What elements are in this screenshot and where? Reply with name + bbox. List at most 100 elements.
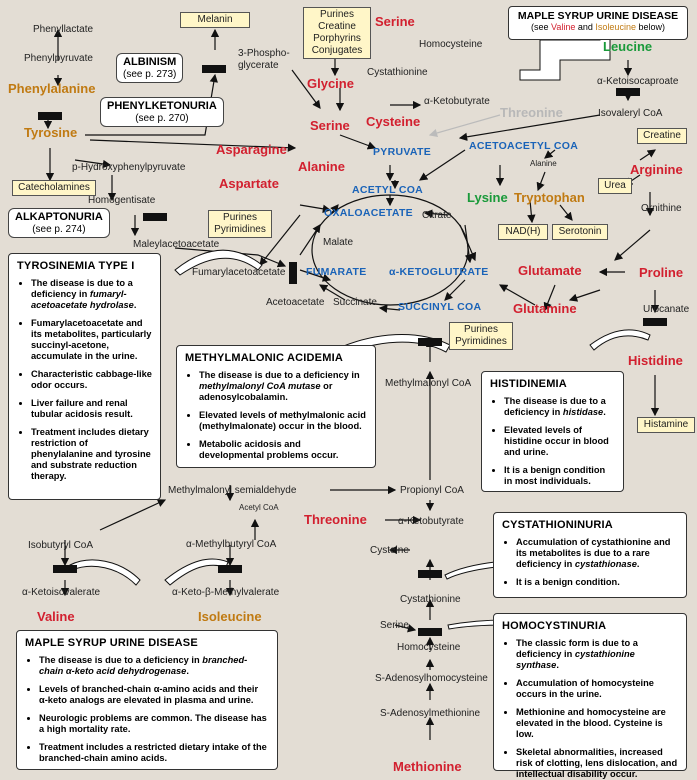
cysteine-small-label: Cysteine (370, 545, 409, 556)
tyrosinemia-panel-item-part: Characteristic cabbage-like odor occurs. (31, 368, 152, 390)
methylmalonyl-semialdehyde-label: Methylmalonyl semialdehyde (168, 485, 297, 496)
serine-small-label: Serine (380, 620, 409, 631)
purines-creatine-box: Purines Creatine Porphyrins Conjugates (303, 7, 371, 59)
keto-methylvalerate-label: α-Keto-β-Methylvalerate (172, 587, 280, 598)
tyrosinemia-panel-item-part: fumaryl-acetoacetate hydrolase (31, 288, 134, 310)
homocystinuria-panel-list: The classic form is due to a deficiency … (502, 638, 678, 780)
alkaptonuria-tag: ALKAPTONURIA (see p. 274) (8, 208, 110, 239)
homocysteine-bottom-label: Homocysteine (397, 642, 461, 653)
tyrosinemia-panel-item: Treatment includes dietary restriction o… (31, 427, 152, 482)
homocystinuria-panel-item: The classic form is due to a deficiency … (516, 638, 678, 671)
pyruvate-label: PYRUVATE (373, 146, 432, 158)
histidinemia-panel-list: The disease is due to a deficiency in hi… (490, 396, 615, 487)
cystathioninuria-panel-item-part: Accumulation of cystathionine and its me… (516, 537, 671, 569)
msud-panel-list: The disease is due to a deficiency in br… (25, 655, 269, 764)
tyrosine-label: Tyrosine (24, 125, 78, 140)
histidinemia-panel: HISTIDINEMIAThe disease is due to a defi… (481, 371, 624, 492)
alanine-label: Alanine (298, 159, 345, 174)
serine-mid-label: Serine (310, 118, 350, 133)
tyrosinemia-panel-item-part: Fumarylacetoacetate and its metabolites,… (31, 317, 152, 361)
methylmalonic-panel-item: Elevated levels of methylmalonic acid (m… (199, 410, 367, 432)
pku-ref: (see p. 270) (135, 112, 189, 124)
isovaleryl-coa-label: Isovaleryl CoA (598, 108, 663, 119)
msud-panel-item: The disease is due to a deficiency in br… (39, 655, 269, 677)
alpha-kg-label: α-KETOGLUTRATE (389, 266, 489, 278)
methylmalonic-panel: METHYLMALONIC ACIDEMIAThe disease is due… (176, 345, 376, 468)
pku-block (38, 112, 62, 120)
tyrosinemia-panel-item-part: Liver failure and renal tubular acidosis… (31, 397, 133, 419)
methionine-label: Methionine (393, 759, 462, 774)
methylmalonic-block (418, 338, 442, 346)
tyrosinemia-panel-title: TYROSINEMIA TYPE I (17, 260, 135, 272)
homocystinuria-panel: HOMOCYSTINURIA The classic form is due to… (493, 613, 687, 779)
glycine-label: Glycine (307, 76, 354, 91)
urea-box: Urea (598, 178, 632, 194)
acetyl-coa-label: ACETYL COA (352, 184, 424, 196)
threonine-gray-label: Threonine (500, 105, 563, 120)
tyrosinemia-panel: TYROSINEMIA TYPE I The disease is due to … (8, 253, 161, 500)
ketobutyrate-top-label: α-Ketobutyrate (424, 96, 490, 107)
methylmalonic-panel-item-part: Metabolic acidosis and developmental pro… (199, 438, 339, 460)
propionyl-coa-label: Propionyl CoA (400, 485, 464, 496)
arginine-label: Arginine (630, 162, 683, 177)
tyrosinemia-panel-item: Characteristic cabbage-like odor occurs. (31, 369, 152, 391)
methylmalonic-panel-item: The disease is due to a deficiency in me… (199, 370, 367, 403)
histidinemia-block (643, 318, 667, 326)
phenyllactate-label: Phenyllactate (33, 24, 94, 35)
tyrosinemia-block (289, 262, 297, 284)
proline-label: Proline (639, 265, 684, 280)
histidinemia-panel-item-part: Elevated levels of histidine occur in bl… (504, 424, 609, 457)
msud-panel-item-part: The disease is due to a deficiency in (39, 655, 203, 665)
cystathioninuria-panel-item: It is a benign condition. (516, 577, 678, 588)
maleylacetoacetate-label: Maleylacetoacetate (133, 239, 220, 250)
histidine-label: Histidine (628, 353, 683, 368)
tyrosinemia-panel-item-part: The disease is due to a deficiency in (31, 278, 133, 299)
msud-top-block (616, 88, 640, 96)
histidinemia-panel-item-part: The disease is due to a deficiency in (504, 396, 606, 417)
purines-pyrimidines-box-1: Purines Pyrimidines (208, 210, 272, 238)
msud-panel-item: Levels of branched-chain α-amino acids a… (39, 684, 269, 706)
methylmalonic-panel-item-part: The disease is due to a deficiency in (199, 370, 360, 380)
msud-top-box: MAPLE SYRUP URINE DISEASE (see Valine an… (508, 6, 688, 40)
ornithine-label: Ornithine (641, 203, 682, 214)
cystathioninuria-panel-item: Accumulation of cystathionine and its me… (516, 537, 678, 570)
msud-panel-item-part: branched-chain α-keto acid dehydrogenase (39, 655, 248, 676)
msud-panel-title: MAPLE SYRUP URINE DISEASE (25, 637, 198, 649)
pku-title: PHENYLKETONURIA (107, 100, 217, 112)
phenylpyruvate-label: Phenylpyruvate (24, 53, 93, 64)
histidinemia-panel-item: Elevated levels of histidine occur in bl… (504, 425, 615, 458)
succinyl-coa-label: SUCCINYL COA (398, 301, 482, 313)
msud-valine-block (53, 565, 77, 573)
acetoacetyl-coa-label: ACETOACETYL COA (469, 140, 579, 152)
msud-panel-item-part: . (186, 665, 189, 676)
msud-top-pre: (see (531, 22, 552, 32)
cystathioninuria-panel-title: CYSTATHIONINURIA (502, 519, 613, 531)
ketoisocaproate-label: α-Ketoisocaproate (597, 76, 679, 87)
leucine-label: Leucine (603, 39, 653, 54)
homocystinuria-panel-item-part: The classic form is due to a deficiency … (516, 638, 638, 659)
methylmalonic-panel-list: The disease is due to a deficiency in me… (185, 370, 367, 461)
msud-panel-item-part: Levels of branched-chain α-amino acids a… (39, 683, 259, 705)
succinate-label: Succinate (333, 297, 377, 308)
lysine-label: Lysine (467, 190, 508, 205)
homocystinuria-panel-item: Accumulation of homocysteine occurs in t… (516, 678, 678, 700)
cystathionine-top-label: Cystathionine (367, 67, 428, 78)
histidinemia-panel-item: The disease is due to a deficiency in hi… (504, 396, 615, 418)
ketoisovalerate-label: α-Ketoisovalerate (22, 587, 101, 598)
tyrosinemia-panel-item: Fumarylacetoacetate and its metabolites,… (31, 318, 152, 362)
fumarylacetoacetate-label: Fumarylacetoacetate (192, 267, 286, 278)
homocystinuria-panel-title: HOMOCYSTINURIA (502, 620, 607, 632)
cysteine-label: Cysteine (366, 114, 421, 129)
tyrosinemia-panel-item-part: Treatment includes dietary restriction o… (31, 426, 151, 481)
cystathioninuria-block (418, 570, 442, 578)
glutamate-label: Glutamate (518, 263, 582, 278)
methylbutyryl-coa-label: α-Methylbutyryl CoA (186, 539, 277, 550)
pku-tag: PHENYLKETONURIA (see p. 270) (100, 97, 224, 128)
methylmalonyl-coa-label: Methylmalonyl CoA (385, 378, 472, 389)
melanin-box: Melanin (180, 12, 250, 28)
creatine-box: Creatine (637, 128, 687, 144)
oxaloacetate-label: OXALOACETATE (324, 207, 413, 219)
homocystinuria-panel-item-part: cystathionine synthase (516, 648, 635, 670)
homogentisate-label: Homogentisate (88, 195, 156, 206)
albinism-ref: (see p. 273) (123, 68, 177, 80)
